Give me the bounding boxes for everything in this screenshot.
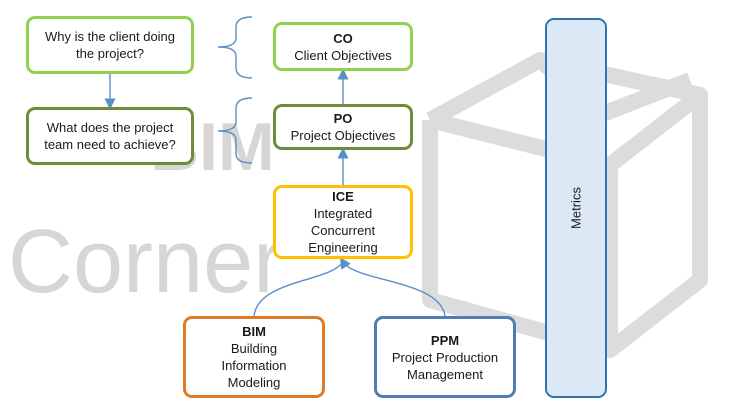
node-ice-name-line3: Engineering (308, 240, 378, 255)
brace-team (217, 97, 253, 164)
node-project-production-management: PPM Project Production Management (374, 316, 516, 398)
node-ice-name-line1: Integrated (313, 206, 373, 221)
node-co-name: Client Objectives (294, 47, 392, 63)
node-integrated-concurrent-engineering: ICE Integrated Concurrent Engineering (273, 185, 413, 259)
question-client-why-line2: the project? (76, 46, 144, 61)
node-bim-abbr: BIM (242, 324, 266, 339)
question-team-what-line2: team need to achieve? (44, 137, 176, 152)
node-po-abbr: PO (333, 111, 353, 126)
question-team-what-line1: What does the project (46, 120, 174, 135)
node-ppm-abbr: PPM (430, 332, 460, 348)
arrow-bim-ice (253, 261, 344, 317)
question-team-what: What does the project team need to achie… (26, 107, 194, 165)
node-bim-name-line3: Modeling (227, 375, 281, 390)
node-bim-name-line2: Information (221, 358, 287, 373)
arrow-ppm-ice (339, 257, 446, 317)
watermark-corner-text: Corner (8, 212, 283, 312)
node-ice-abbr: ICE (332, 189, 354, 204)
node-ppm-name-line2: Management (407, 366, 483, 382)
node-ppm-name-line1: Project Production (391, 349, 499, 365)
node-bim-name-line1: Building (230, 341, 278, 356)
node-co-abbr: CO (333, 30, 353, 46)
node-client-objectives: CO Client Objectives (273, 22, 413, 71)
node-ice-name-line2: Concurrent (310, 223, 376, 238)
question-client-why-line1: Why is the client doing (44, 29, 176, 44)
node-building-information-modeling: BIM Building Information Modeling (183, 316, 325, 398)
question-client-why: Why is the client doing the project? (26, 16, 194, 74)
node-project-objectives: PO Project Objectives (273, 104, 413, 150)
node-po-name: Project Objectives (290, 128, 396, 143)
metrics-label: Metrics (568, 187, 584, 229)
brace-client (217, 16, 253, 79)
metrics-bar: Metrics (545, 18, 607, 398)
